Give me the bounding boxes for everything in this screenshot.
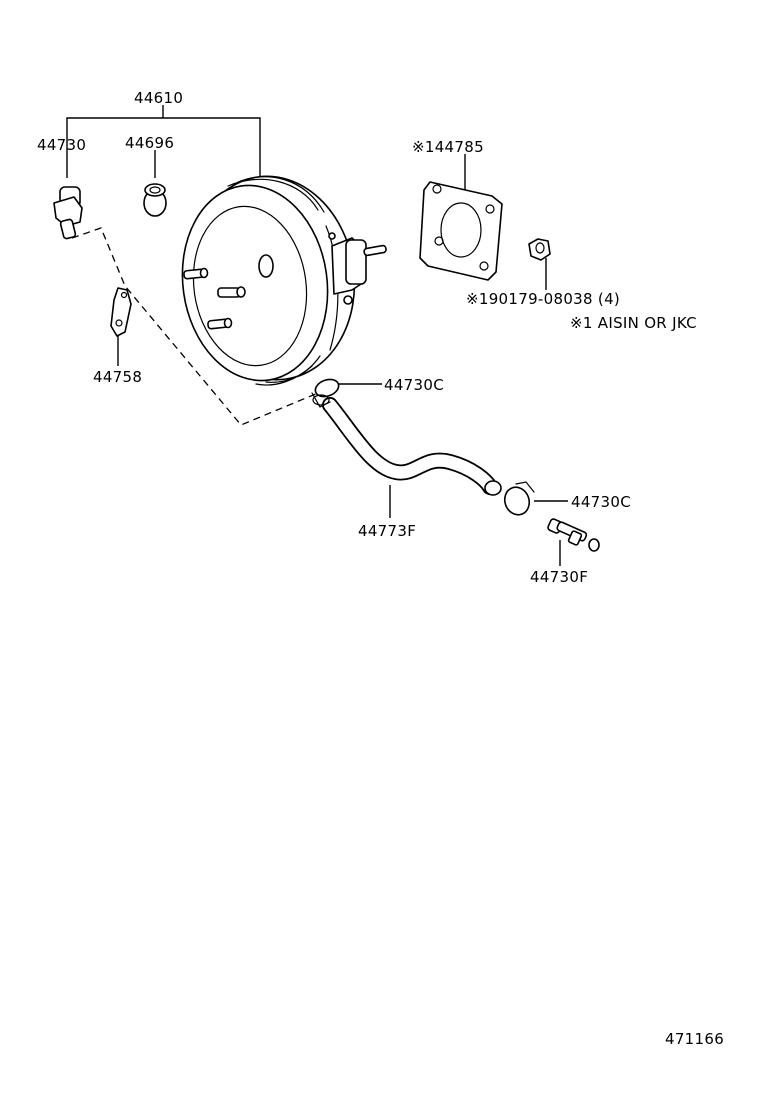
label-clip-lower: 44730C [571, 493, 631, 511]
gasket [419, 181, 503, 281]
label-booster-assy: 44610 [134, 89, 183, 107]
label-union: 44730F [530, 568, 588, 586]
leader-lines [66, 105, 568, 566]
label-note: ※1 AISIN OR JKC [570, 314, 697, 332]
label-bracket: 44758 [93, 368, 142, 386]
check-valve [53, 186, 83, 240]
vacuum-line-dashed [71, 227, 319, 426]
vacuum-hose [322, 397, 502, 496]
label-check-valve: 44730 [37, 136, 86, 154]
bracket [110, 287, 132, 337]
label-gasket: ※144785 [412, 138, 484, 156]
label-grommet: 44696 [125, 134, 174, 152]
label-clip-upper: 44730C [384, 376, 444, 394]
clip-upper [311, 378, 340, 408]
label-hose: 44773F [358, 522, 416, 540]
grommet [143, 183, 167, 217]
label-nut: ※190179-08038 (4) [466, 290, 620, 308]
brake-booster [181, 175, 387, 386]
nut [528, 238, 551, 261]
diagram-number: 471166 [665, 1030, 724, 1048]
union-fitting [547, 518, 600, 552]
clip-lower [503, 481, 535, 516]
part-labels: 44610 44730 44696 ※144785 ※190179-08038 … [37, 89, 724, 1048]
